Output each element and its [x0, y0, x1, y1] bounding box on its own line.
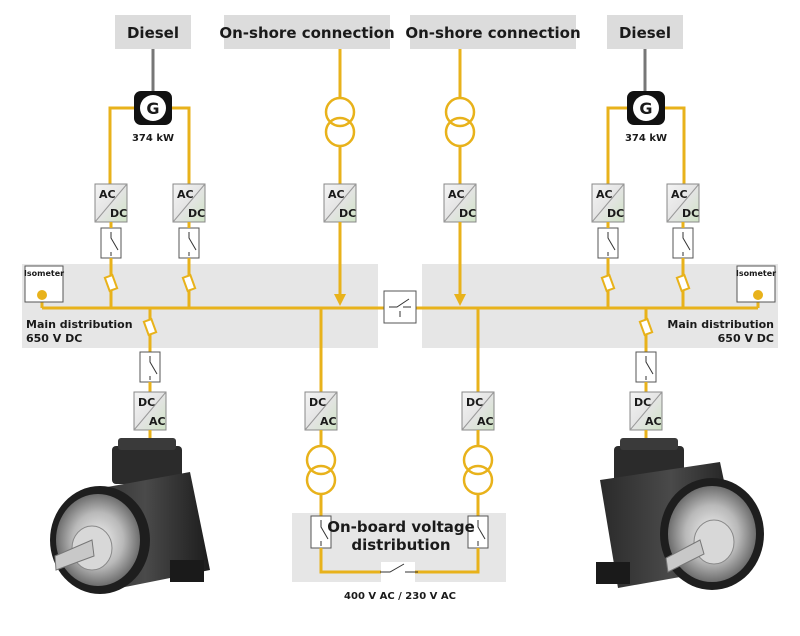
svg-text:AC: AC [671, 188, 688, 201]
diesel-right-box: Diesel [607, 15, 683, 49]
converter-right-1: AC DC [591, 183, 625, 223]
svg-text:AC: AC [149, 415, 166, 428]
svg-text:DC: DC [459, 207, 476, 220]
isometer-left: Isometer [24, 265, 64, 303]
fuse-motor-left [142, 317, 158, 337]
fuse-left-2 [181, 273, 197, 293]
fuse-right-1 [600, 273, 616, 293]
onboard-title-line1: On-board voltage [327, 518, 475, 536]
svg-text:DC: DC [138, 396, 155, 409]
converter-shore-right: AC DC [443, 183, 477, 223]
main-distribution-left-title: Main distribution [26, 318, 133, 331]
converter-right-2: AC DC [666, 183, 700, 223]
arrow-down-left-icon [334, 294, 346, 306]
diesel-left-box: Diesel [115, 15, 191, 49]
shore-left-box: On-shore connection [219, 15, 395, 49]
svg-text:Isometer: Isometer [736, 269, 776, 278]
diesel-left-label: Diesel [127, 24, 179, 42]
switch-right-2 [672, 227, 694, 259]
onboard-voltage: 400 V AC / 230 V AC [344, 591, 456, 602]
converter-onboard-left: DC AC [304, 391, 338, 431]
fuse-right-2 [675, 273, 691, 293]
svg-text:DC: DC [682, 207, 699, 220]
main-distribution-right-title: Main distribution [667, 318, 774, 331]
generator-right: G 374 kW [625, 91, 667, 144]
switch-onboard-left [310, 515, 332, 549]
generator-left-power: 374 kW [132, 133, 174, 144]
shore-left-label: On-shore connection [219, 24, 394, 42]
svg-text:AC: AC [177, 188, 194, 201]
switch-left-1 [100, 227, 122, 259]
svg-text:Isometer: Isometer [24, 269, 64, 278]
transformer-onboard-right [462, 444, 494, 496]
main-distribution-right-panel [422, 264, 778, 348]
transformer-shore-left [324, 96, 356, 148]
generator-left-symbol: G [146, 99, 159, 118]
svg-text:DC: DC [634, 396, 651, 409]
switch-motor-right [635, 351, 657, 383]
converter-shore-left: AC DC [323, 183, 357, 223]
switch-motor-left [139, 351, 161, 383]
arrow-down-right-icon [454, 294, 466, 306]
main-distribution-left-voltage: 650 V DC [26, 332, 82, 345]
motor-left-image [50, 438, 210, 594]
svg-text:AC: AC [645, 415, 662, 428]
svg-text:DC: DC [607, 207, 624, 220]
svg-text:DC: DC [466, 396, 483, 409]
switch-left-2 [178, 227, 200, 259]
svg-text:AC: AC [477, 415, 494, 428]
svg-text:DC: DC [110, 207, 127, 220]
switch-right-1 [597, 227, 619, 259]
diesel-right-label: Diesel [619, 24, 671, 42]
transformer-onboard-left [305, 444, 337, 496]
svg-text:AC: AC [320, 415, 337, 428]
generator-left: G 374 kW [132, 91, 174, 144]
generator-right-power: 374 kW [625, 133, 667, 144]
svg-text:AC: AC [448, 188, 465, 201]
onboard-title-line2: distribution [351, 536, 450, 554]
svg-text:AC: AC [596, 188, 613, 201]
fuse-left-1 [103, 273, 119, 293]
svg-text:AC: AC [99, 188, 116, 201]
main-distribution-right-voltage: 650 V DC [718, 332, 774, 345]
converter-left-1: AC DC [94, 183, 128, 223]
svg-text:DC: DC [188, 207, 205, 220]
onboard-tie-switch [380, 562, 418, 582]
transformer-shore-right [444, 96, 476, 148]
bus-tie-switch [383, 290, 417, 324]
svg-text:AC: AC [328, 188, 345, 201]
converter-motor-left: DC AC [133, 391, 167, 431]
main-distribution-left-panel [22, 264, 378, 348]
svg-text:DC: DC [339, 207, 356, 220]
fuse-motor-right [638, 317, 654, 337]
shore-right-label: On-shore connection [405, 24, 580, 42]
motor-right-image [596, 438, 764, 590]
converter-left-2: AC DC [172, 183, 206, 223]
svg-text:DC: DC [309, 396, 326, 409]
generator-right-symbol: G [639, 99, 652, 118]
converter-motor-right: DC AC [629, 391, 663, 431]
shore-right-box: On-shore connection [405, 15, 581, 49]
converter-onboard-right: DC AC [461, 391, 495, 431]
isometer-right: Isometer [736, 265, 776, 303]
